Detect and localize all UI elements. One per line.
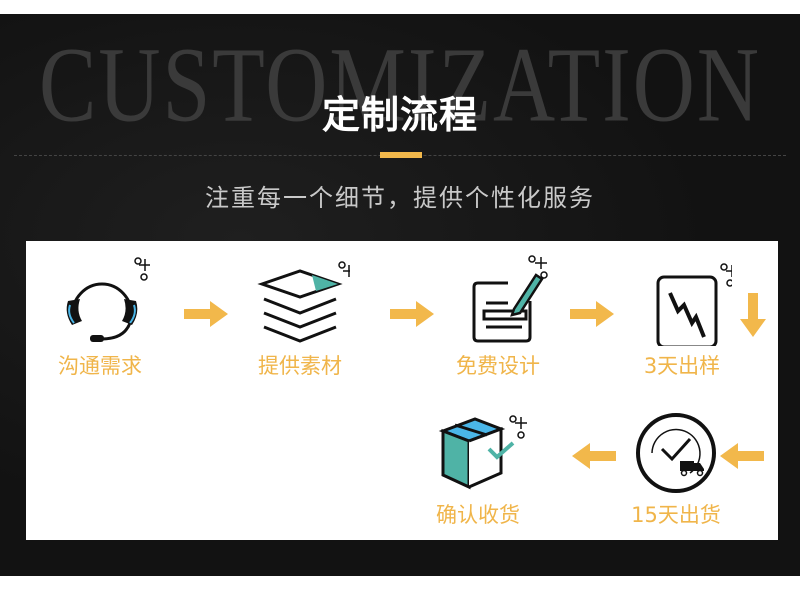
step-label: 确认收货 [436, 503, 520, 527]
step-label: 沟通需求 [58, 354, 142, 378]
step-label: 提供素材 [258, 354, 342, 378]
headset-icon [66, 257, 150, 342]
layers-icon [257, 261, 350, 343]
accent-bar [380, 152, 422, 158]
clock-truck-icon [636, 413, 716, 493]
step-materials: 提供素材 [240, 251, 360, 380]
arrow-down-icon [740, 293, 766, 337]
step-label: 3天出样 [643, 354, 721, 378]
subtitle: 注重每一个细节，提供个性化服务 [205, 184, 595, 212]
step-sample: 3天出样 [622, 251, 742, 380]
process-panel: 沟通需求 提供素材 免费设计 [26, 241, 778, 540]
step-receive: 确认收货 [418, 411, 538, 529]
arrow-right-icon [390, 301, 434, 327]
arrow-right-icon [570, 301, 614, 327]
watermark-text: CUSTOMIZATION [39, 24, 761, 145]
step-label: 免费设计 [456, 354, 540, 378]
step-design: 免费设计 [438, 251, 558, 380]
arrow-right-icon [184, 301, 228, 327]
sample-card-icon [656, 263, 732, 346]
step-label: 15天出货 [631, 503, 721, 527]
arrow-left-icon [572, 443, 616, 469]
step-shipping: 15天出货 [616, 413, 736, 529]
step-communicate: 沟通需求 [40, 251, 160, 380]
document-pen-icon [472, 255, 548, 343]
page-title: 定制流程 [321, 93, 478, 137]
arrow-left-icon [720, 443, 764, 469]
box-check-icon [438, 415, 527, 490]
